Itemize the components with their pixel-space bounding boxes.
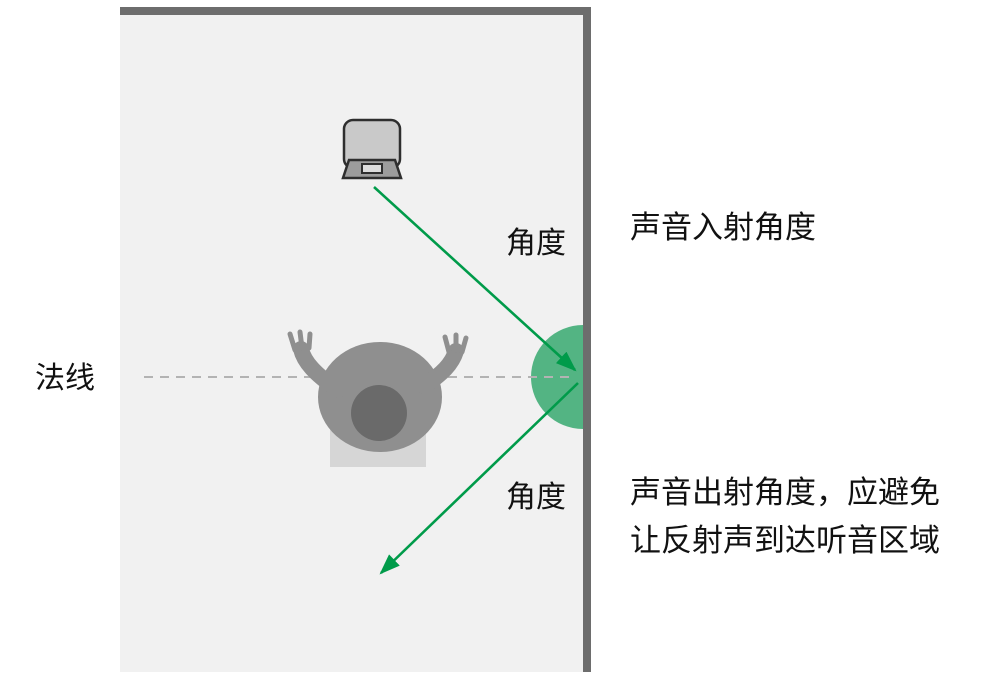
normal-line-label: 法线 [35,362,95,395]
speaker-port [361,163,383,174]
reflected-sound-arrow [379,382,579,575]
reflection-angle-label: 角度 [506,481,566,514]
reflection-caption-line1: 声音出射角度，应避免 [630,475,940,510]
wall-right [583,7,591,672]
speaker-icon [341,118,403,180]
finger [287,331,298,353]
reflection-point-highlight [531,325,583,429]
person-left-arm [293,341,346,398]
finger [306,331,313,351]
finger [297,329,305,351]
finger [459,335,469,355]
incident-angle-label: 角度 [506,227,566,260]
reflection-caption-line2: 让反射声到达听音区域 [630,523,940,558]
incident-sound-arrow [373,186,577,372]
finger [442,334,452,355]
person-head [351,385,407,441]
wall-top [120,7,591,15]
listener-icon [287,329,469,467]
room-floor [120,14,583,672]
incident-caption: 声音入射角度 [630,210,816,245]
person-right-arm [416,343,464,394]
